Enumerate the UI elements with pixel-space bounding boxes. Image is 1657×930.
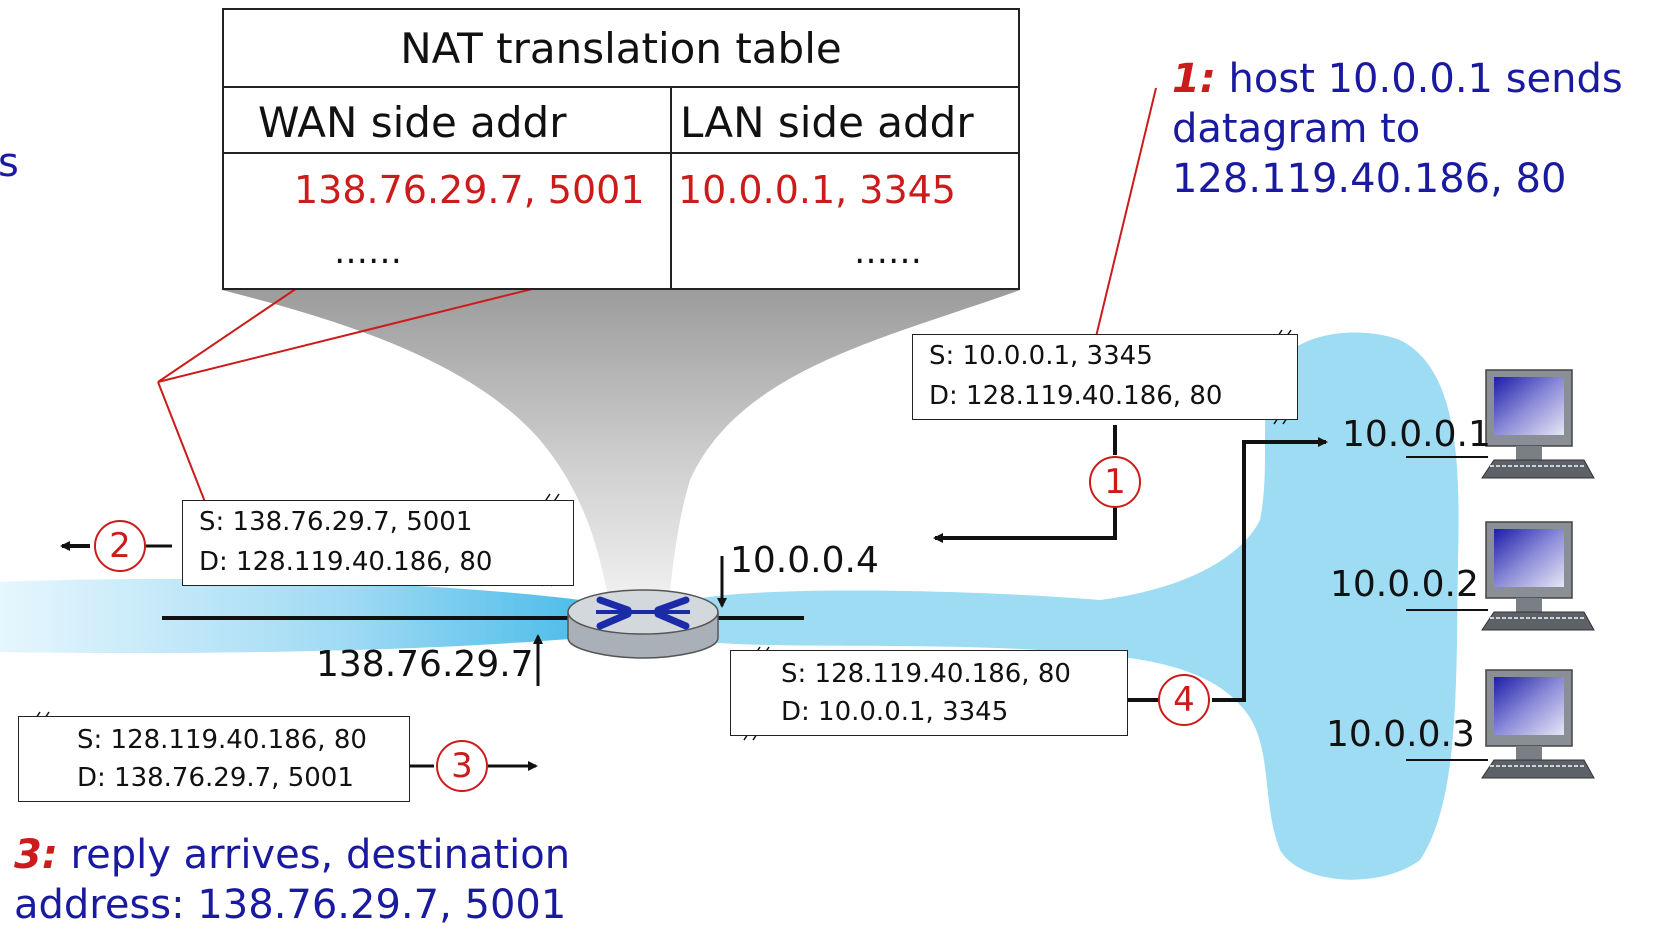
- packet-4-destination: D: 10.0.0.1, 3345: [781, 697, 1009, 727]
- wan-more-entries: ……: [334, 232, 402, 272]
- caption-1-number: 1:: [1172, 56, 1216, 102]
- wan-entry: 138.76.29.7, 5001: [294, 168, 645, 212]
- host-2-address: 10.0.0.2: [1330, 564, 1479, 605]
- packet-2-destination: D: 128.119.40.186, 80: [199, 547, 493, 577]
- truncated-caption-text: s: [0, 140, 19, 186]
- host-3-address: 10.0.0.3: [1326, 714, 1475, 755]
- caption-1-line-3: 128.119.40.186, 80: [1172, 156, 1567, 202]
- host-1-address: 10.0.0.1: [1342, 414, 1491, 455]
- nat-translation-table: NAT translation table WAN side addr LAN …: [222, 8, 1020, 290]
- step-2-marker: 2: [94, 520, 146, 572]
- caption-3-number: 3:: [14, 832, 58, 878]
- packet-2-source: S: 138.76.29.7, 5001: [199, 507, 473, 537]
- caption-step-3: 3: reply arrives, destination address: 1…: [14, 830, 570, 930]
- packet-1-source: S: 10.0.0.1, 3345: [929, 341, 1153, 371]
- computer-icon-host3: [1481, 669, 1595, 779]
- caption-3-line-2: address: 138.76.29.7, 5001: [14, 882, 567, 928]
- step-4-marker: 4: [1158, 674, 1210, 726]
- caption-3-line-1: reply arrives, destination: [70, 832, 571, 878]
- packet-3-source: S: 128.119.40.186, 80: [77, 725, 367, 755]
- packet-1: S: 10.0.0.1, 3345 D: 128.119.40.186, 80: [912, 334, 1298, 420]
- packet-4: S: 128.119.40.186, 80 D: 10.0.0.1, 3345: [730, 650, 1128, 736]
- zoom-funnel: [222, 290, 1020, 605]
- nat-table-title: NAT translation table: [400, 24, 842, 73]
- table-divider: [224, 86, 1018, 88]
- lan-more-entries: ……: [854, 232, 922, 272]
- lan-entry: 10.0.0.1, 3345: [678, 168, 956, 212]
- packet-3-destination: D: 138.76.29.7, 5001: [77, 763, 354, 793]
- step-1-marker: 1: [1089, 456, 1141, 508]
- table-header-divider: [224, 152, 1018, 154]
- packet-2: S: 138.76.29.7, 5001 D: 128.119.40.186, …: [182, 500, 574, 586]
- computer-icon-host1: [1481, 369, 1595, 479]
- router-lan-address: 10.0.0.4: [730, 540, 879, 581]
- computer-icon-host2: [1481, 521, 1595, 631]
- lan-cloud: [690, 332, 1459, 880]
- router-wan-address: 138.76.29.7: [316, 644, 534, 685]
- caption-1-line-2: datagram to: [1172, 106, 1421, 152]
- nat-router-icon: [567, 589, 719, 659]
- table-column-divider: [670, 86, 672, 290]
- step-3-marker: 3: [436, 740, 488, 792]
- packet-4-source: S: 128.119.40.186, 80: [781, 659, 1071, 689]
- wan-side-header: WAN side addr: [258, 98, 567, 147]
- caption-1-line-1: host 10.0.0.1 sends: [1228, 56, 1623, 102]
- packet-3: S: 128.119.40.186, 80 D: 138.76.29.7, 50…: [18, 716, 410, 802]
- lan-side-header: LAN side addr: [680, 98, 974, 147]
- packet-1-destination: D: 128.119.40.186, 80: [929, 381, 1223, 411]
- caption-step-1: 1: host 10.0.0.1 sends datagram to 128.1…: [1172, 54, 1623, 204]
